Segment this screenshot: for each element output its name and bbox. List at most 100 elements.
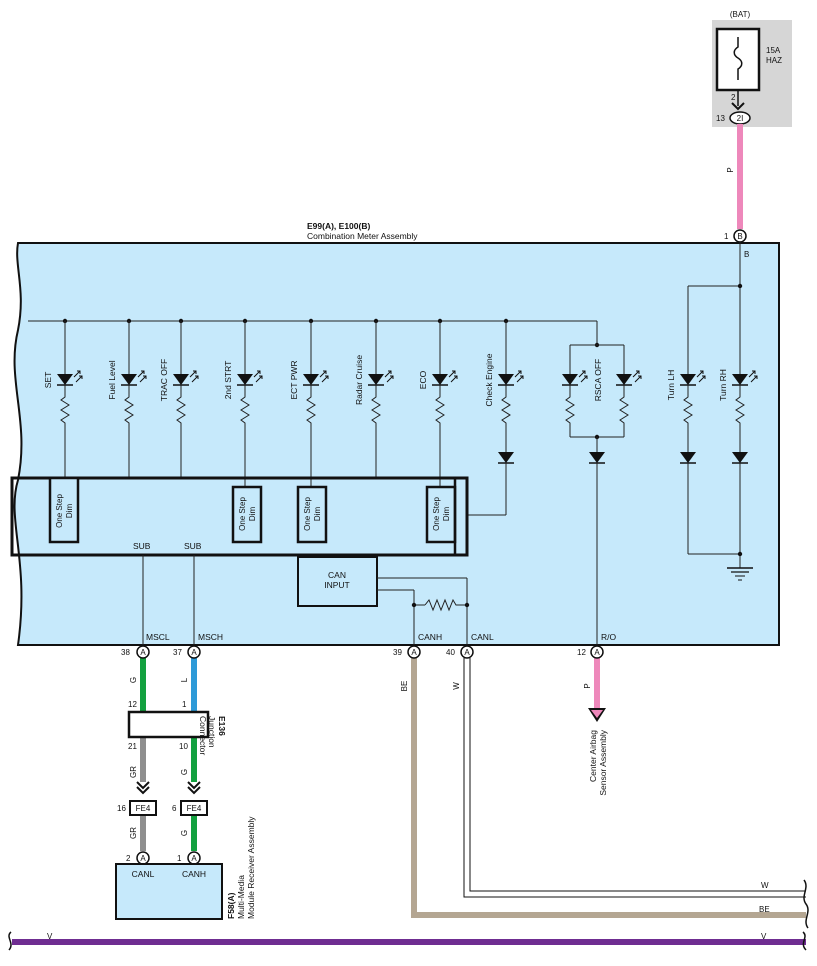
- terminal-label-mscl: MSCL: [146, 632, 170, 642]
- wire-label-p-ro: P: [583, 683, 592, 688]
- indicator-label-eco: ECO: [418, 370, 428, 389]
- svg-text:Dim: Dim: [65, 504, 74, 519]
- indicator-set: [56, 318, 83, 478]
- meter-codes: E99(A), E100(B): [307, 221, 370, 231]
- sub-label-left: SUB: [133, 541, 151, 551]
- fuse-rating: 15A: [766, 46, 781, 55]
- wire-label-w: W: [452, 682, 461, 690]
- terminal-37: [187, 645, 201, 659]
- terminal-pin-12: 12: [577, 648, 586, 657]
- sub-label-right: SUB: [184, 541, 202, 551]
- airbag-label-1: Center Airbag: [588, 730, 598, 782]
- svg-text:One Step: One Step: [238, 497, 247, 531]
- svg-text:A: A: [191, 854, 197, 863]
- wire-label-g-2: G: [180, 769, 189, 775]
- module-label-canh: CANH: [182, 869, 206, 879]
- bus-label-w: W: [761, 881, 769, 890]
- terminal-pin-40: 40: [446, 648, 455, 657]
- indicator-trac-off: [172, 318, 199, 478]
- can-input-label-1: CAN: [328, 570, 346, 580]
- bat-pin-top: 2: [731, 93, 736, 102]
- meter-name: Combination Meter Assembly: [307, 231, 418, 241]
- bus-label-v-right: V: [761, 932, 767, 941]
- terminal-pin-37: 37: [173, 648, 182, 657]
- module-pin-1: 1: [177, 854, 182, 863]
- indicator-label-ect-pwr: ECT PWR: [289, 360, 299, 399]
- module-name-2: Module Receiver Assembly: [246, 816, 256, 919]
- wire-label-g-1: G: [129, 677, 138, 683]
- svg-text:A: A: [140, 648, 146, 657]
- fe4-arrow-left-icon: [136, 781, 150, 795]
- indicator-label-check-engine: Check Engine: [484, 353, 494, 406]
- indicator-label-trac-off: TRAC OFF: [159, 359, 169, 402]
- wire-p-label: P: [726, 167, 735, 172]
- indicator-turn-lh: [679, 370, 706, 554]
- svg-text:Dim: Dim: [313, 507, 322, 522]
- indicator-label-set: SET: [43, 372, 53, 389]
- junction-connector-e136: [127, 710, 210, 739]
- indicator-label-radar-cruise: Radar Cruise: [354, 355, 364, 405]
- one-step-dim-3: One Step Dim: [296, 485, 328, 544]
- indicator-check-engine: [468, 318, 524, 516]
- one-step-dim-1: One Step Dim: [48, 476, 80, 544]
- indicator-fuel-level: [120, 318, 147, 478]
- svg-text:A: A: [191, 648, 197, 657]
- indicator-label-2nd-strt: 2nd STRT: [223, 361, 233, 400]
- svg-text:One Step: One Step: [432, 497, 441, 531]
- terminal-38: [136, 645, 150, 659]
- junction-name-1: Junction: [207, 716, 217, 748]
- fe4-connector-left: [129, 800, 157, 816]
- indicator-label-turn-lh: Turn LH: [666, 370, 676, 400]
- indicator-turn-rh: [731, 370, 758, 568]
- multi-media-module-box: [115, 863, 223, 920]
- termination-resistor: [424, 598, 467, 612]
- indicator-label-turn-rh: Turn RH: [718, 369, 728, 401]
- svg-text:FE4: FE4: [187, 804, 202, 813]
- wire-label-gr-2: GR: [129, 827, 138, 839]
- can-input-box: [297, 556, 378, 607]
- svg-text:A: A: [140, 854, 146, 863]
- terminal-12: [590, 645, 604, 659]
- junction-code: E136: [217, 716, 227, 736]
- ground-icon: [727, 567, 753, 581]
- wire-label-gr-1: GR: [129, 766, 138, 778]
- wire-label-l: L: [180, 677, 189, 682]
- terminal-label-ro: R/O: [601, 632, 617, 642]
- terminal-39: [407, 645, 421, 659]
- cut-mark-v-right: [802, 931, 807, 951]
- junction-pin-10: 10: [179, 742, 188, 751]
- module-code: F58(A): [226, 892, 236, 919]
- terminal-label-canl: CANL: [471, 632, 494, 642]
- airbag-label-2: Sensor Assembly: [598, 729, 608, 795]
- wire-label-be: BE: [400, 681, 409, 692]
- connector-2i-code: 2I: [737, 114, 744, 123]
- bus-label-v-left: V: [47, 932, 53, 941]
- terminal-40: [460, 645, 474, 659]
- svg-text:A: A: [411, 648, 417, 657]
- svg-text:Dim: Dim: [248, 507, 257, 522]
- junction-name-2: Connector: [198, 716, 208, 755]
- bat-label: (BAT): [730, 10, 751, 19]
- connector-b-code: B: [737, 232, 742, 241]
- svg-text:A: A: [464, 648, 470, 657]
- terminal-pin-38: 38: [121, 648, 130, 657]
- indicator-label-fuel-level: Fuel Level: [107, 360, 117, 399]
- wire-label-g-3: G: [180, 830, 189, 836]
- junction-pin-12: 12: [128, 700, 137, 709]
- indicator-label-rsca-off: RSCA OFF: [593, 359, 603, 402]
- cut-mark-v-left: [8, 931, 12, 951]
- one-step-dim-2: One Step Dim: [231, 485, 263, 544]
- module-name-1: Multi-Media: [236, 875, 246, 919]
- junction-pin-21: 21: [128, 742, 137, 751]
- cut-mark-right: [803, 879, 809, 929]
- wire-white-canl: [463, 658, 806, 898]
- svg-text:One Step: One Step: [303, 497, 312, 531]
- fuse-name: HAZ: [766, 56, 782, 65]
- junction-pin-1: 1: [182, 700, 187, 709]
- indicator-radar-cruise: [367, 318, 394, 478]
- connector-arrow-icon: [731, 102, 745, 111]
- wire-beige-canh: [411, 658, 806, 918]
- fe4-pin-6: 6: [172, 804, 177, 813]
- fuse-icon: [733, 37, 743, 80]
